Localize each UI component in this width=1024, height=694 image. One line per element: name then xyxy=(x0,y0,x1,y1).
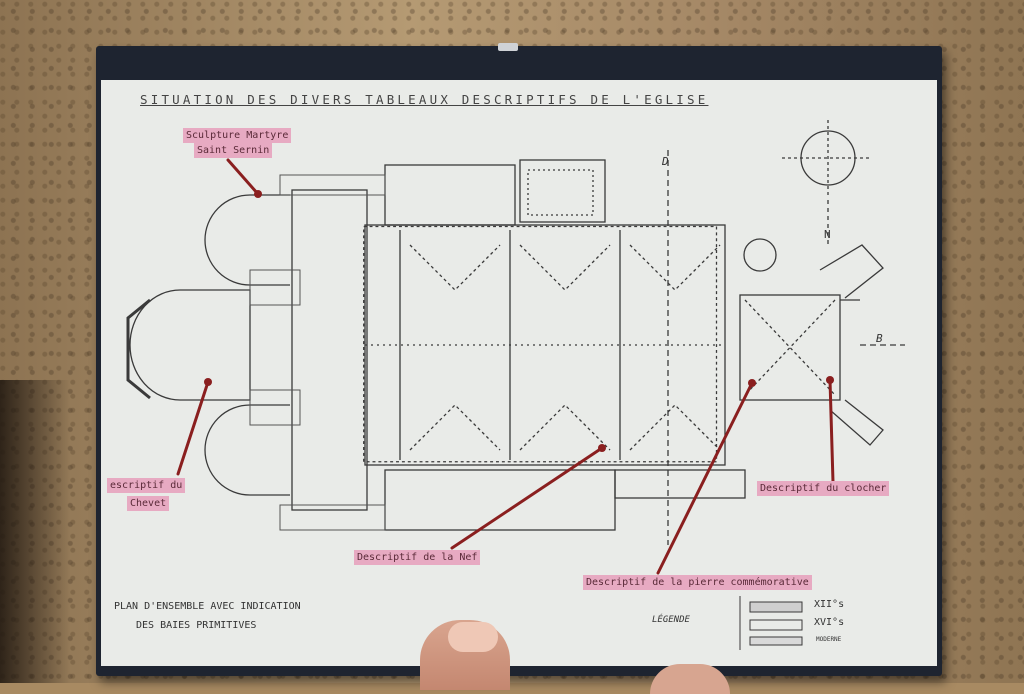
section-mark-d: D xyxy=(662,155,669,168)
label-clocher: Descriptif du clocher xyxy=(757,481,890,496)
pointer-sculpture xyxy=(226,158,260,196)
sheet-title: SITUATION DES DIVERS TABLEAUX DESCRIPTIF… xyxy=(140,92,709,107)
pointer-chevet xyxy=(176,380,210,476)
pointer-nef xyxy=(450,446,604,550)
frame-clip xyxy=(498,43,518,51)
legend-item-moderne: MODERNE xyxy=(816,636,842,643)
label-pierre-commemorative: Descriptif de la pierre commémorative xyxy=(583,575,812,590)
south-apse xyxy=(204,404,290,496)
bell-tower xyxy=(739,294,841,401)
central-apse xyxy=(129,289,251,401)
label-sculpture-line2: Saint Sernin xyxy=(194,143,273,158)
stair-turret xyxy=(743,238,777,272)
label-nef: Descriptif de la Nef xyxy=(354,550,481,565)
north-mark: N xyxy=(824,228,831,241)
pointer-pierre xyxy=(656,381,754,575)
south-chapel xyxy=(384,469,616,531)
label-chevet-line1: escriptif du xyxy=(107,478,186,493)
north-chapel xyxy=(384,164,516,226)
legend-swatch-moderne xyxy=(749,636,803,646)
footer-line-2: DES BAIES PRIMITIVES xyxy=(136,620,257,631)
legend-title: LÉGENDE xyxy=(652,615,690,625)
label-sculpture-line1: Sculpture Martyre xyxy=(183,128,292,143)
section-mark-b: B xyxy=(876,332,883,345)
plan-sheet xyxy=(101,80,937,666)
transept xyxy=(291,189,368,511)
pointer-clocher xyxy=(828,378,835,484)
shadow xyxy=(0,380,70,683)
footer-line-1: PLAN D'ENSEMBLE AVEC INDICATION xyxy=(114,601,301,612)
legend-item-xii: XII°s xyxy=(814,599,845,610)
legend-swatch-xii xyxy=(749,601,803,613)
label-chevet-line2: Chevet xyxy=(127,496,170,511)
legend-swatch-xvi xyxy=(749,619,803,631)
north-apse xyxy=(204,194,290,286)
thumbnail xyxy=(448,622,498,652)
legend-item-xvi: XVI°s xyxy=(814,617,845,628)
